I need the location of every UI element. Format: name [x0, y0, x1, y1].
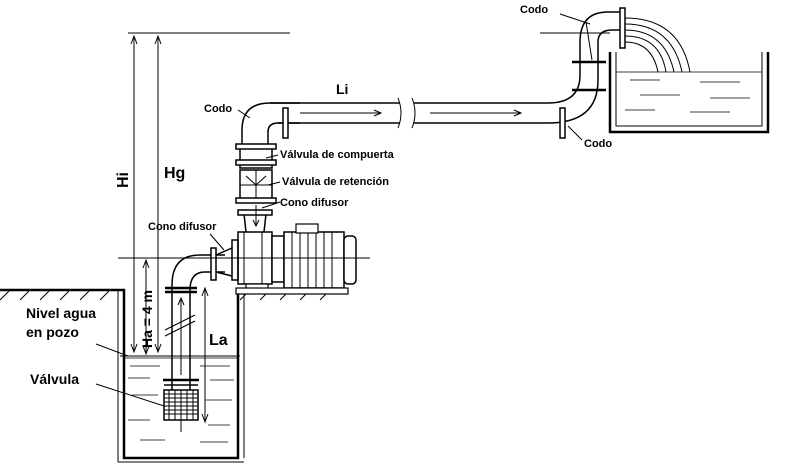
label-cono-difusor-left: Cono difusor — [148, 221, 217, 233]
foot-valve — [163, 380, 199, 432]
label-cono-difusor-right: Cono difusor — [280, 197, 349, 209]
horizontal-pipe — [270, 7, 626, 139]
suction-pipe — [163, 239, 239, 382]
label-valvula-compuerta: Válvula de compuerta — [280, 149, 395, 161]
leader-lines — [95, 13, 591, 407]
label-codo-top: Codo — [520, 4, 548, 16]
upper-tank — [608, 17, 770, 134]
pump-motor — [235, 223, 357, 295]
labels: Codo Codo Codo Li Hi Hg Válvula de compu… — [26, 4, 612, 387]
label-valvula: Válvula — [30, 371, 79, 387]
label-nivel-agua-line1: Nivel agua — [26, 305, 96, 321]
label-nivel-agua-line2: en pozo — [26, 324, 79, 340]
label-ha: Ha = 4 m — [139, 290, 155, 348]
label-la: La — [209, 332, 228, 349]
label-valvula-retencion: Válvula de retención — [282, 176, 389, 188]
dimension-lines — [118, 32, 610, 424]
label-hi: Hi — [115, 172, 132, 188]
discharge-pipe — [235, 102, 300, 233]
label-codo-right: Codo — [584, 138, 612, 150]
label-codo-left: Codo — [204, 103, 232, 115]
label-hg: Hg — [164, 165, 185, 182]
label-li: Li — [336, 81, 348, 97]
